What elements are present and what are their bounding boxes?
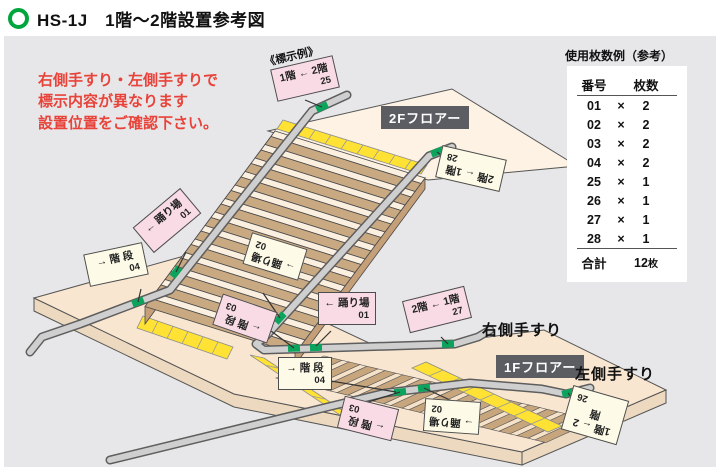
- times-symbol: ×: [617, 155, 625, 170]
- times-symbol: ×: [617, 231, 625, 246]
- times-symbol: ×: [617, 174, 625, 189]
- col-header-number: 番号: [581, 79, 607, 93]
- col-header-quantity: 枚数: [633, 79, 659, 93]
- total-value: 12: [634, 256, 648, 270]
- floor2-label: 2Fフロアー: [381, 106, 470, 129]
- page-title: HS-1J 1階〜2階設置参考図: [37, 11, 266, 30]
- usage-table: 番号 枚数 01 × 2 02 × 2 03 × 2 04 × 2 25 × 1…: [567, 66, 687, 282]
- table-row: 04 × 2: [587, 155, 650, 170]
- table-row: 28 × 1: [587, 231, 650, 246]
- total-label: 合計: [581, 257, 607, 271]
- table-row: 03 × 2: [587, 136, 650, 151]
- notice-text: 右側手すり・左側手すりで 標示内容が異なります 設置位置をご確認下さい。: [38, 70, 218, 134]
- table-row: 02 × 2: [587, 117, 650, 132]
- floor1-label: 1Fフロアー: [496, 355, 585, 378]
- total-unit: 枚: [647, 259, 658, 270]
- times-symbol: ×: [617, 98, 625, 113]
- notice-line: 右側手すり・左側手すりで: [38, 72, 219, 89]
- right-handrail-label: 右側手すり: [482, 322, 563, 339]
- times-symbol: ×: [617, 136, 625, 151]
- bullet-ring-icon: [8, 8, 29, 29]
- table-row: 27 × 1: [587, 212, 650, 227]
- notice-line: 設置位置をご確認下さい。: [38, 114, 219, 132]
- table-row: 26 × 1: [587, 193, 650, 208]
- left-handrail-label: 左側手すり: [575, 366, 656, 383]
- table-total-row: 合計 12枚: [577, 248, 677, 274]
- times-symbol: ×: [617, 193, 625, 208]
- usage-table-header: 番号 枚数: [577, 74, 677, 96]
- table-row: 01 × 2: [587, 98, 650, 113]
- usage-table-title: 使用枚数例（参考）: [565, 49, 674, 63]
- times-symbol: ×: [617, 212, 625, 227]
- table-row: 25 × 1: [587, 174, 650, 189]
- page-header: HS-1J 1階〜2階設置参考図: [8, 6, 265, 31]
- landing-tactile-strip: [136, 315, 234, 360]
- times-symbol: ×: [617, 117, 625, 132]
- notice-line: 標示内容が異なります: [38, 93, 189, 111]
